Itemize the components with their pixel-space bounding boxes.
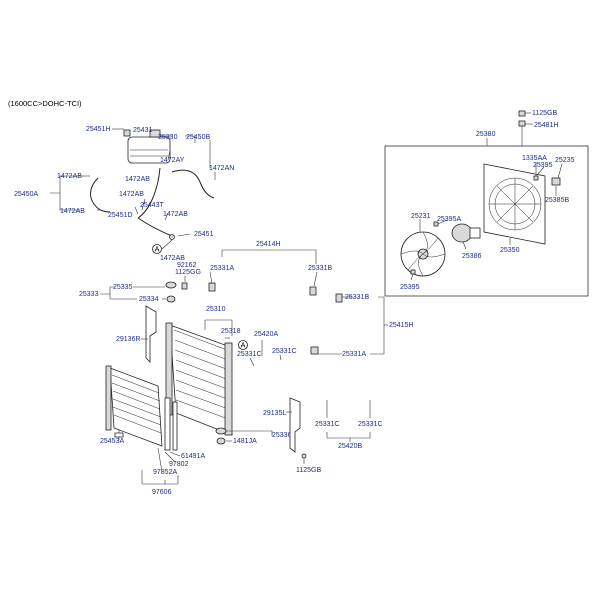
label-25336: 25336	[272, 432, 292, 439]
radiator-cap-and-seals-drawing	[100, 281, 177, 303]
label-25443T: 25443T	[140, 202, 164, 209]
label-25350: 25350	[500, 247, 520, 254]
left-air-guard-drawing	[141, 305, 157, 363]
label-1472AB-f: 1472AB	[160, 255, 185, 262]
drain-plug-bolt-drawing	[181, 276, 188, 290]
label-1472AB-a: 1472AB	[57, 173, 82, 180]
label-61491A: 61491A	[181, 453, 205, 460]
label-25451: 25451	[194, 231, 214, 238]
label-25380: 25380	[476, 131, 496, 138]
label-25318: 25318	[221, 328, 241, 335]
label-92162: 92162	[177, 262, 197, 269]
label-25395-lower: 25395	[400, 284, 420, 291]
lower-radiator-hose-drawing	[310, 293, 343, 355]
label-1335AA: 1335AA	[522, 155, 547, 162]
label-1125GB-lower: 1125GB	[296, 467, 321, 474]
condenser-drawing	[105, 365, 178, 451]
reference-marker-a-lower-text: A	[241, 341, 246, 350]
label-29135L: 29135L	[263, 410, 286, 417]
fan-assembly-bolts-drawing	[518, 110, 533, 146]
reservoir-leader-lines	[50, 128, 216, 237]
label-25420B: 25420B	[338, 443, 362, 450]
label-25330: 25330	[158, 134, 178, 141]
label-25453A: 25453A	[100, 438, 124, 445]
label-25450A: 25450A	[14, 191, 38, 198]
right-air-guard-drawing	[286, 397, 307, 464]
label-1472AB-c: 1472AB	[119, 191, 144, 198]
label-25395A: 25395A	[437, 216, 461, 223]
marker-a-upper-leader	[161, 239, 173, 250]
label-97852A: 97852A	[153, 469, 177, 476]
label-25414H: 25414H	[256, 241, 281, 248]
label-25331C-lower-left: 25331C	[315, 421, 340, 428]
label-25420A: 25420A	[254, 331, 278, 338]
reference-marker-a-lower	[238, 340, 248, 350]
condenser-leader-lines	[141, 447, 181, 485]
label-25450B: 25450B	[186, 134, 210, 141]
label-25331B-upper: 25331B	[308, 265, 332, 272]
label-25335: 25335	[113, 284, 133, 291]
label-25415H: 25415H	[389, 322, 414, 329]
label-25334: 25334	[139, 296, 159, 303]
label-25331C-right: 25331C	[272, 348, 297, 355]
label-1472AB-e: 1472AB	[163, 211, 188, 218]
fan-blade-drawing	[400, 231, 446, 277]
lower-hose-leader-lines	[318, 296, 388, 355]
label-1125GG: 1125GG	[175, 269, 201, 276]
label-1472AN: 1472AN	[209, 165, 234, 172]
label-25310: 25310	[206, 306, 226, 313]
label-1481JA: 1481JA	[233, 438, 257, 445]
label-1125GB-upper: 1125GB	[532, 110, 557, 117]
fan-assembly-box	[384, 145, 589, 297]
label-25331A-lower: 25331A	[342, 351, 366, 358]
label-1472AY: 1472AY	[160, 157, 185, 164]
label-29136R: 29136R	[116, 336, 141, 343]
label-1472AB-d: 1472AB	[60, 208, 85, 215]
radiator-mount-insulators-drawing	[215, 427, 273, 445]
engine-spec-header: (1600CC>DOHC-TCI)	[8, 99, 82, 108]
label-25451D: 25451D	[108, 212, 133, 219]
lower-bypass-hose-drawing	[322, 400, 372, 442]
label-25331C-lower-right: 25331C	[358, 421, 383, 428]
label-25451H: 25451H	[86, 126, 111, 133]
bypass-hose-drawing	[249, 340, 283, 379]
label-25431: 25431	[133, 127, 153, 134]
fan-shroud-drawing	[483, 163, 546, 245]
label-25235: 25235	[555, 157, 575, 164]
radiator-drawing	[165, 319, 233, 436]
fan-assembly-leader-lines	[410, 162, 563, 281]
label-25333: 25333	[79, 291, 99, 298]
reference-marker-a-upper	[152, 244, 162, 254]
label-25395-upper: 25395	[533, 162, 553, 169]
upper-hose-leader-lines	[209, 249, 318, 287]
label-25231: 25231	[411, 213, 431, 220]
label-25386: 25386	[462, 253, 482, 260]
label-97606: 97606	[152, 489, 172, 496]
label-25481H: 25481H	[534, 122, 559, 129]
label-25331B-lower: 25331B	[345, 294, 369, 301]
label-97802: 97802	[169, 461, 189, 468]
label-25331C-left: 25331C	[237, 351, 262, 358]
reference-marker-a-upper-text: A	[155, 245, 160, 254]
fan-motor-drawing	[451, 223, 481, 243]
label-25385B: 25385B	[545, 197, 569, 204]
upper-radiator-hose-drawing	[208, 280, 317, 311]
label-1472AB-b: 1472AB	[125, 176, 150, 183]
label-25331A-upper: 25331A	[210, 265, 234, 272]
